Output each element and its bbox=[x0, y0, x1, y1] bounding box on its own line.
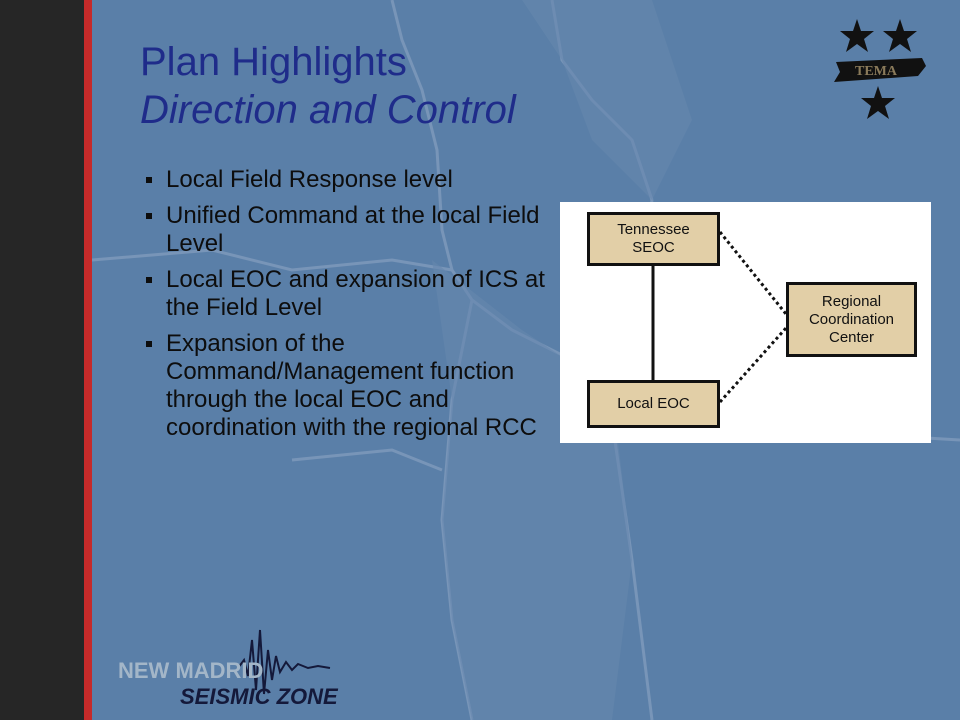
diagram-connectors bbox=[651, 231, 788, 403]
red-stripe bbox=[84, 0, 92, 720]
bullet-text: Local EOC and expansion of ICS at the Fi… bbox=[166, 266, 545, 321]
seoc-line1: Tennessee bbox=[617, 221, 690, 238]
tennessee-seoc-box: Tennessee SEOC bbox=[587, 212, 720, 266]
org-diagram: Tennessee SEOC Local EOC Regional Coordi… bbox=[560, 202, 931, 443]
slide-title: Plan Highlights Direction and Control bbox=[140, 38, 516, 134]
dotted-connector-bottom bbox=[718, 327, 788, 403]
footer-seismic-zone: SEISMIC ZONE bbox=[180, 684, 338, 709]
bullet-square-icon bbox=[146, 277, 152, 283]
bullet-square-icon bbox=[146, 341, 152, 347]
star-icon bbox=[883, 19, 917, 52]
bullet-item: Unified Command at the local Field Level bbox=[146, 202, 556, 258]
star-icon bbox=[861, 86, 895, 119]
star-icon bbox=[840, 19, 874, 52]
local-eoc-box: Local EOC bbox=[587, 380, 720, 428]
title-line1: Plan Highlights bbox=[140, 40, 407, 84]
left-dark-bar bbox=[0, 0, 84, 720]
bullet-text: Local Field Response level bbox=[166, 166, 453, 193]
dotted-connector-top bbox=[718, 231, 788, 315]
rcc-line3: Center bbox=[828, 328, 875, 346]
bullet-list: Local Field Response level Unified Comma… bbox=[146, 166, 556, 450]
rcc-line1: Regional bbox=[821, 292, 882, 310]
footer-new-madrid: NEW MADRID bbox=[118, 658, 264, 683]
bullet-text: Unified Command at the local Field Level bbox=[166, 202, 540, 257]
rcc-line2: Coordination bbox=[808, 310, 895, 328]
bullet-item: Local EOC and expansion of ICS at the Fi… bbox=[146, 266, 556, 322]
logo-text: TEMA bbox=[855, 64, 898, 79]
tema-logo: TEMA bbox=[834, 19, 926, 119]
local-eoc-label: Local EOC bbox=[617, 395, 690, 412]
state-shape-icon bbox=[834, 58, 926, 82]
bullet-square-icon bbox=[146, 213, 152, 219]
rcc-box: Regional Coordination Center bbox=[786, 282, 917, 357]
bullet-item: Local Field Response level bbox=[146, 166, 556, 194]
seismograph-icon bbox=[237, 629, 331, 695]
bullet-square-icon bbox=[146, 177, 152, 183]
seoc-line2: SEOC bbox=[632, 239, 675, 256]
bullet-item: Expansion of the Command/Management func… bbox=[146, 330, 556, 442]
title-line2: Direction and Control bbox=[140, 88, 516, 132]
bullet-text: Expansion of the Command/Management func… bbox=[166, 330, 537, 441]
